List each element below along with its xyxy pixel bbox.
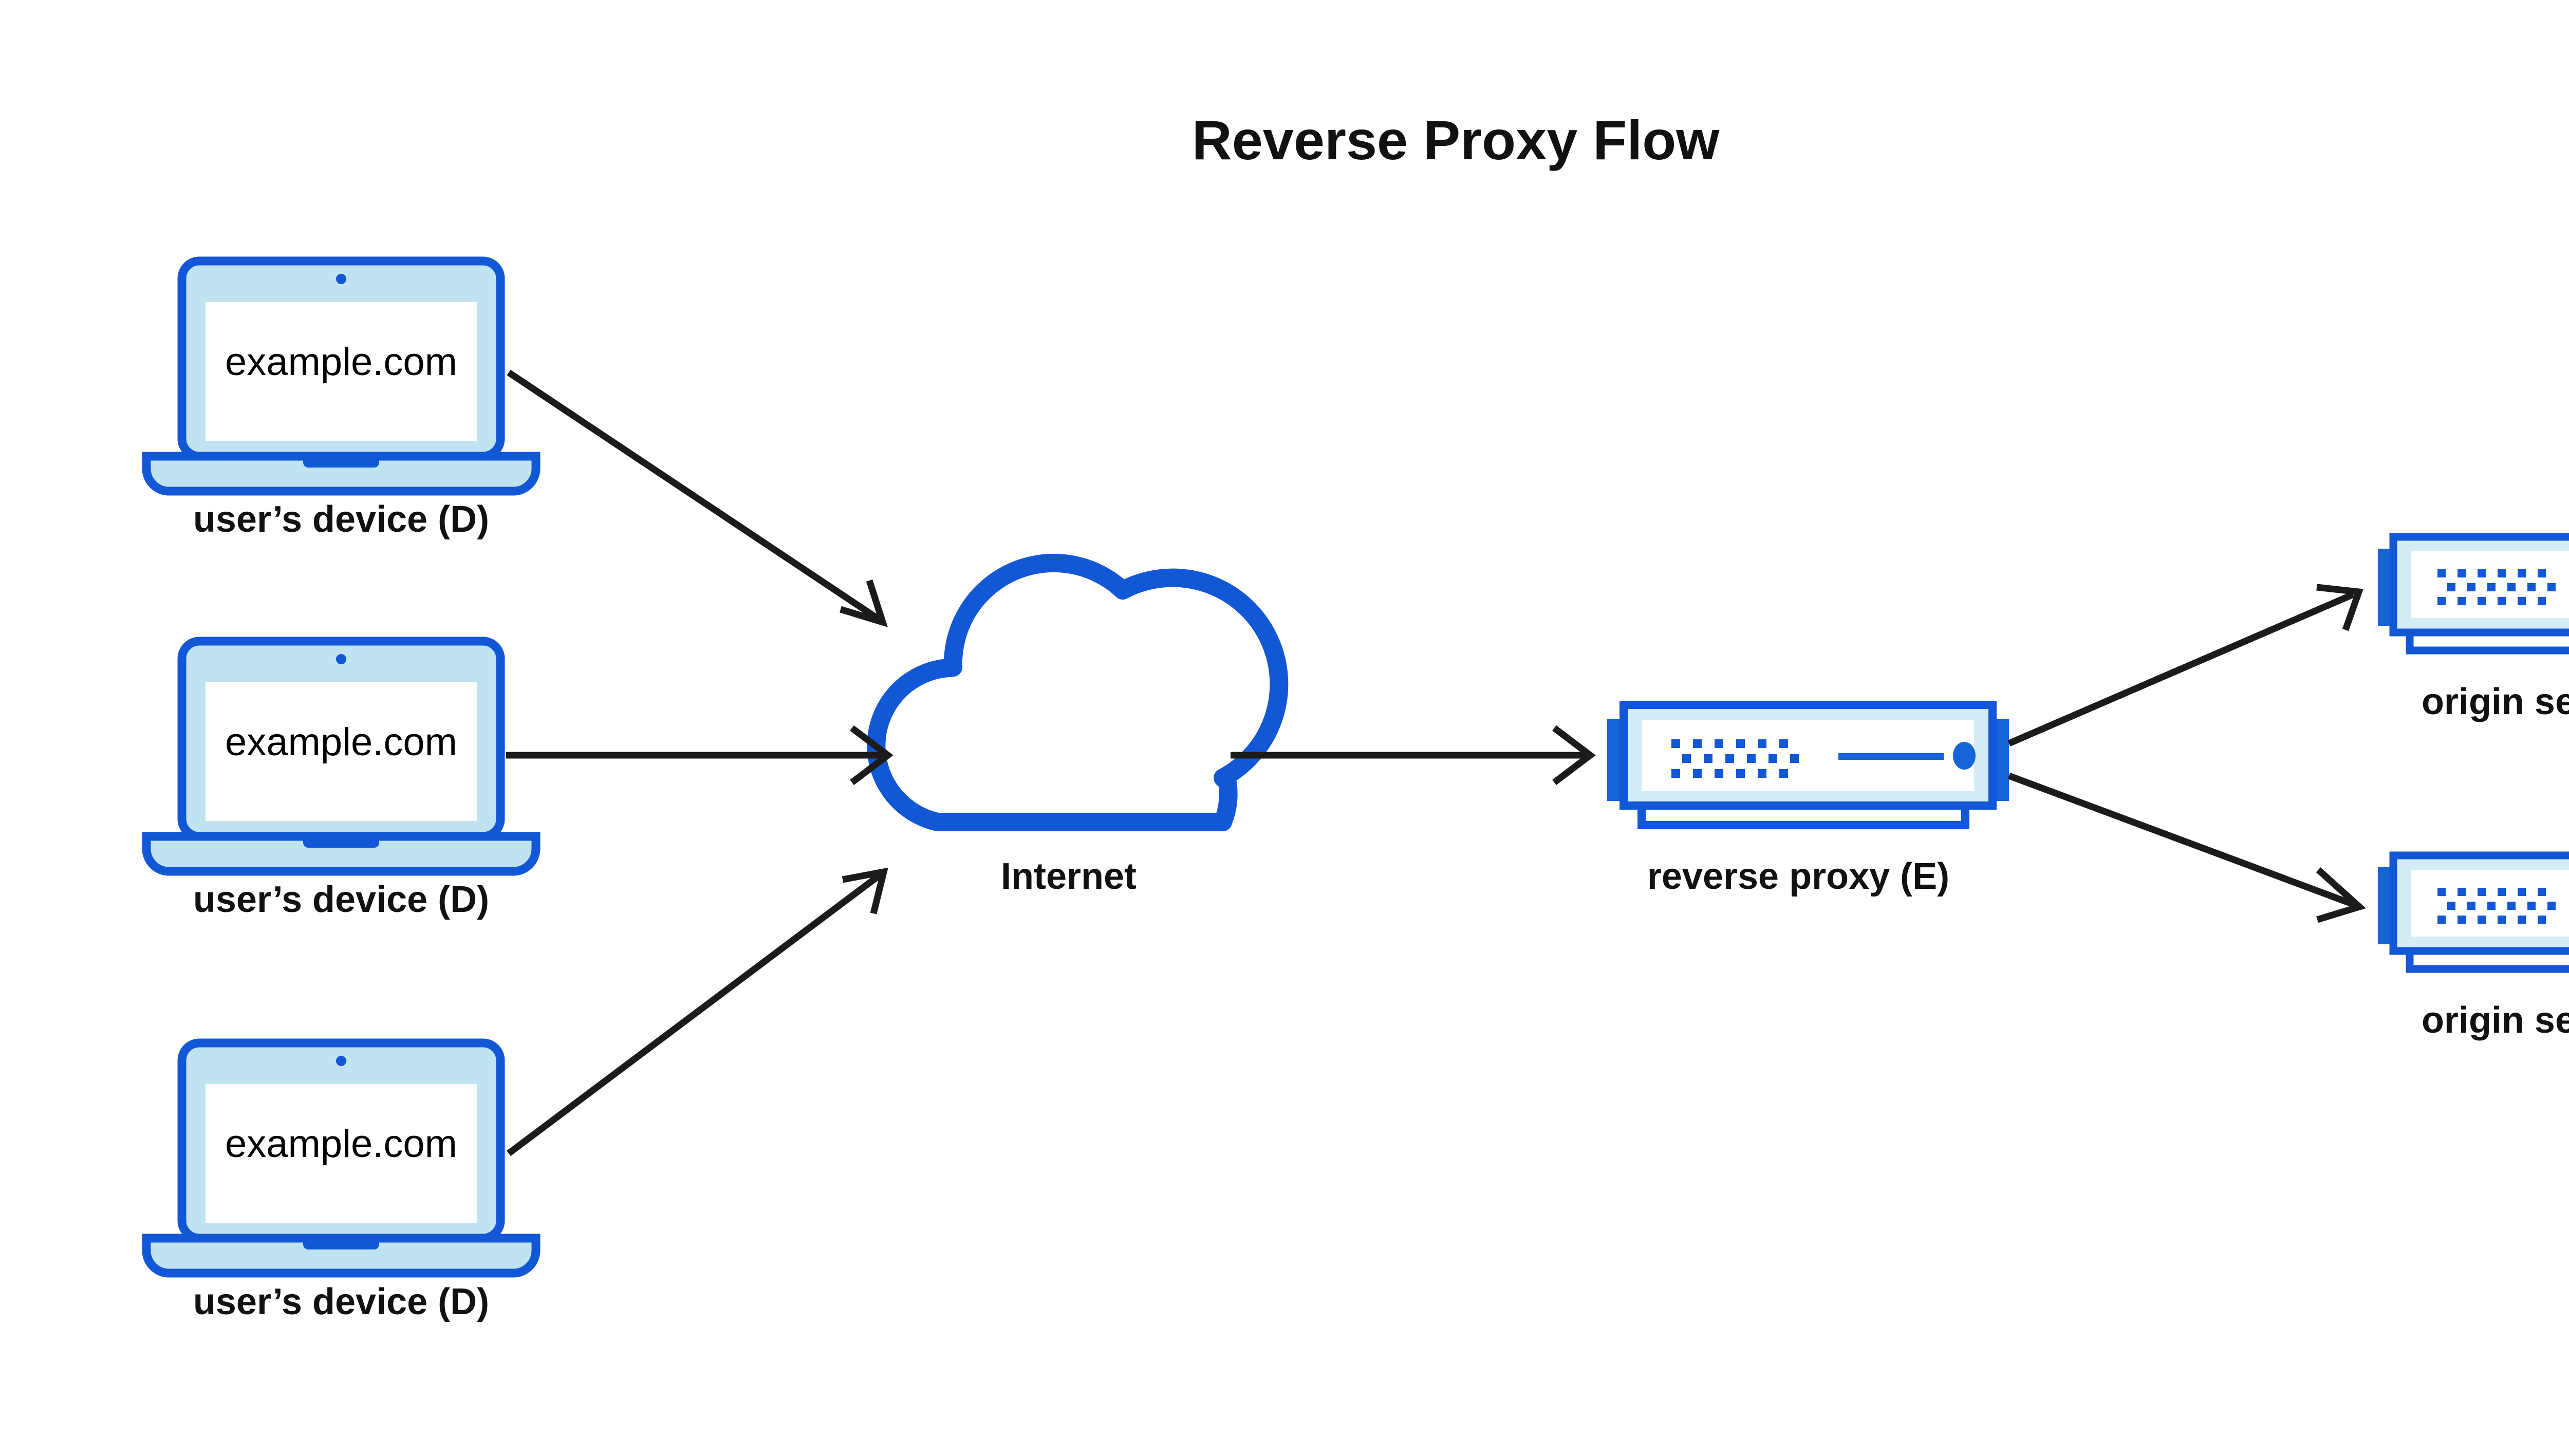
- laptop-notch: [303, 836, 379, 848]
- client-middle-screen-text: example.com: [225, 720, 457, 764]
- flow-internet-to-proxy: [1231, 725, 1596, 786]
- laptop-screen: [206, 302, 477, 441]
- flow-client-bottom-to-internet: [507, 867, 888, 1156]
- client-top-screen-text: example.com: [225, 340, 457, 384]
- reverse-proxy-node[interactable]: reverse proxy (E): [1607, 701, 2009, 897]
- origin-top-label: origin server (F): [2422, 681, 2569, 722]
- laptop-screen: [206, 1084, 477, 1223]
- laptop-notch: [303, 456, 379, 468]
- client-middle-node[interactable]: example.com user’s device (D): [142, 637, 541, 920]
- origin-top-node[interactable]: origin server (F): [2378, 533, 2569, 722]
- laptop-base: [142, 452, 541, 496]
- flow-proxy-to-origin-top: [2007, 584, 2363, 746]
- laptop-base: [142, 1234, 541, 1278]
- client-bottom-node[interactable]: example.com user’s device (D): [142, 1038, 541, 1322]
- flow-client-middle-to-internet: [506, 725, 893, 786]
- laptop-camera-icon: [336, 274, 346, 284]
- client-bottom-screen-text: example.com: [225, 1122, 457, 1166]
- server-status-line: [1838, 753, 1944, 760]
- laptop-base: [142, 832, 541, 876]
- internet-node[interactable]: Internet: [867, 553, 1289, 897]
- server-port-grid: [2437, 888, 2556, 924]
- server-port-grid: [2437, 569, 2556, 605]
- laptop-camera-icon: [336, 1056, 346, 1066]
- origin-bottom-node[interactable]: origin server (F): [2378, 851, 2569, 1041]
- flow-proxy-to-origin-bottom: [2007, 772, 2366, 923]
- client-middle-label: user’s device (D): [193, 879, 489, 920]
- origin-bottom-label: origin server (F): [2422, 1000, 2569, 1041]
- cloud-icon: [867, 553, 1289, 831]
- server-status-led-icon: [1953, 742, 1976, 770]
- laptop-camera-icon: [336, 654, 346, 664]
- laptop-notch: [303, 1238, 379, 1249]
- client-bottom-label: user’s device (D): [193, 1281, 489, 1322]
- laptop-screen: [206, 682, 477, 821]
- reverse-proxy-label: reverse proxy (E): [1647, 856, 1949, 897]
- client-top-node[interactable]: example.com user’s device (D): [142, 256, 541, 540]
- internet-label: Internet: [1001, 856, 1137, 897]
- flow-client-top-to-internet: [507, 369, 888, 627]
- page-title: Reverse Proxy Flow: [1192, 109, 1720, 171]
- client-top-label: user’s device (D): [193, 499, 489, 540]
- server-port-grid: [1671, 739, 1799, 778]
